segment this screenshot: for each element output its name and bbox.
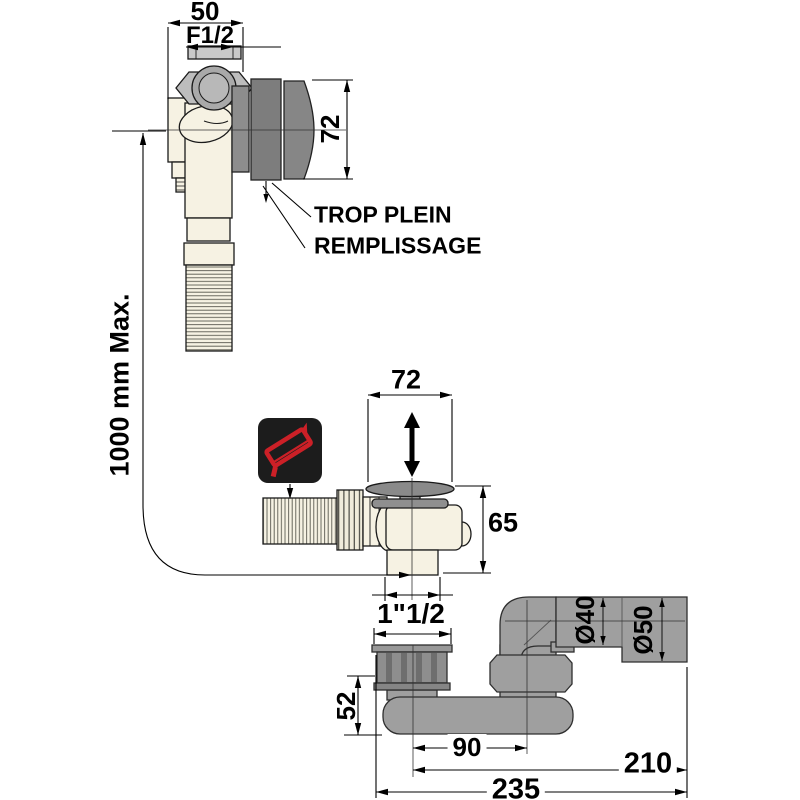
drain-cap <box>365 480 455 498</box>
overflow-rosette <box>231 78 315 181</box>
remplissage-label: REMPLISSAGE <box>314 232 482 259</box>
inlet-cap <box>187 45 242 60</box>
trap-nut-rim <box>373 682 451 691</box>
dim-50-label: 50 <box>190 0 220 26</box>
dim-90-label: 90 <box>447 734 487 760</box>
dia-50-label: Ø50 <box>628 605 658 655</box>
dim-52-label: 52 <box>331 691 361 721</box>
corrugated-hose-vertical <box>185 264 233 352</box>
outlet-arm <box>555 596 688 663</box>
dim-210-label: 210 <box>618 749 678 779</box>
trap-assembly <box>371 596 688 735</box>
dim-65-label: 65 <box>487 507 519 538</box>
rosette-drum <box>250 78 282 181</box>
dia-40-label: Ø40 <box>570 595 600 645</box>
arrowheads <box>139 19 687 796</box>
drain-body <box>385 504 463 551</box>
drain-unit <box>262 480 472 576</box>
ribbed-nut <box>336 489 364 551</box>
trap-horizontal-pipe <box>382 696 574 735</box>
dim-1-12-label: 1"1/2 <box>377 598 445 629</box>
riser-coupling <box>489 654 573 693</box>
pipe-coupling-2 <box>183 242 235 266</box>
dim-f12-label: F1/2 <box>185 22 235 49</box>
centerlines <box>148 129 685 777</box>
trap-nut-flange <box>371 644 453 653</box>
pipe-coupling-1 <box>186 217 231 242</box>
cap-flange <box>371 498 449 509</box>
dim-235-label: 235 <box>486 775 546 800</box>
dim-1000-label: 1000 mm Max. <box>104 293 135 477</box>
corrugated-hose-horizontal <box>262 497 338 545</box>
dim-72-mid-label: 72 <box>390 364 422 395</box>
dim-72-top-label: 72 <box>315 114 345 144</box>
trop-plein-label: TROP PLEIN <box>314 201 452 228</box>
overflow-filler-unit <box>167 45 253 352</box>
hacksaw-icon <box>258 418 322 499</box>
rosette-ring <box>231 85 250 173</box>
drain-outlet <box>386 549 439 576</box>
